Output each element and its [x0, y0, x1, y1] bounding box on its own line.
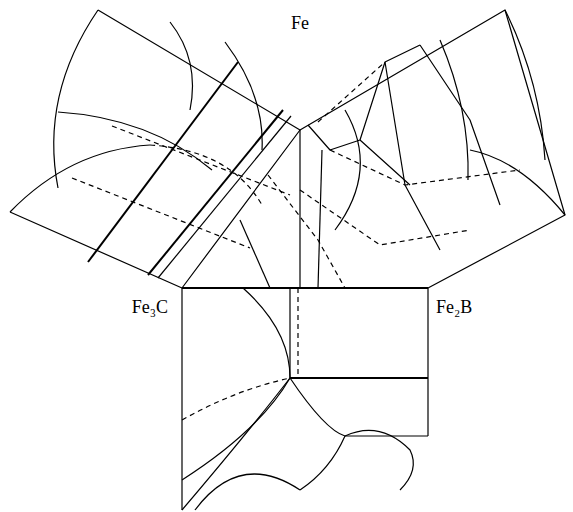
phase-label: Fe — [291, 14, 309, 32]
phase-label: Fe₃C — [132, 298, 168, 316]
phase-label: Fe₂B — [436, 298, 472, 316]
